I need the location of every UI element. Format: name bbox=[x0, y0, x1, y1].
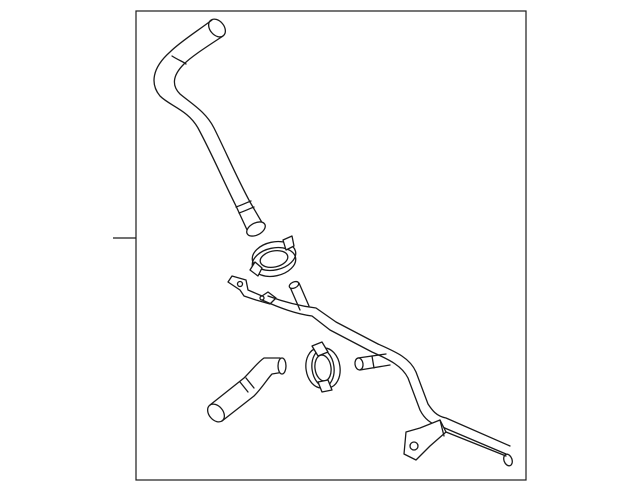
upper-hose bbox=[153, 18, 266, 237]
lower-clamp bbox=[305, 341, 341, 393]
upper-clamp bbox=[249, 235, 297, 278]
diagram-frame bbox=[135, 10, 527, 481]
heater-pipe bbox=[227, 275, 513, 467]
lower-hose bbox=[206, 357, 287, 423]
